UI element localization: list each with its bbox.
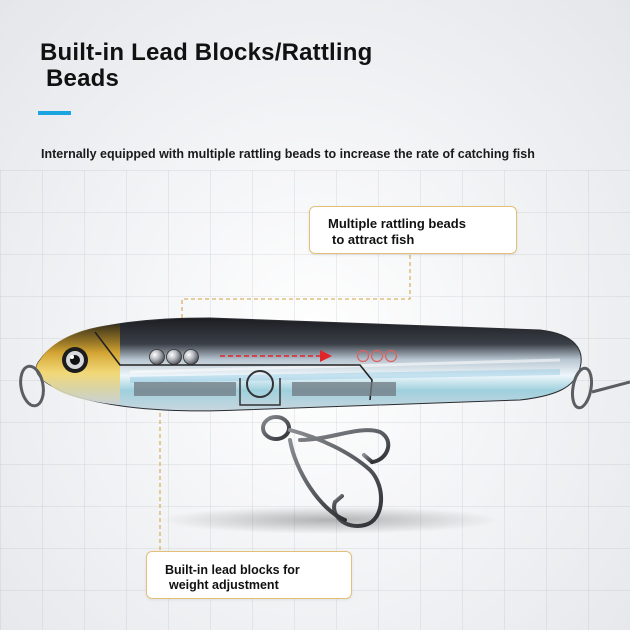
leader-line-beads bbox=[181, 255, 411, 352]
callout-lead-blocks: Built-in lead blocks for weight adjustme… bbox=[146, 551, 352, 599]
arrow-icon bbox=[220, 349, 398, 363]
callout-lead-line-1: Built-in lead blocks for bbox=[165, 563, 300, 577]
title-line-2: Beads bbox=[46, 65, 120, 92]
treble-hook bbox=[261, 415, 391, 528]
title-line-1: Built-in Lead Blocks/Rattling bbox=[40, 39, 373, 66]
nose-split-ring bbox=[19, 364, 45, 408]
callout-lead-line-2: weight adjustment bbox=[169, 578, 279, 592]
rattling-beads bbox=[149, 349, 199, 365]
subtitle: Internally equipped with multiple rattli… bbox=[41, 147, 535, 161]
tail-split-ring bbox=[570, 366, 630, 410]
page-title: Built-in Lead Blocks/Rattling Beads bbox=[40, 40, 460, 92]
callout-beads-line-2: to attract fish bbox=[332, 232, 415, 247]
callout-rattling-beads: Multiple rattling beads to attract fish bbox=[309, 206, 517, 254]
title-accent-bar bbox=[38, 111, 71, 115]
lead-block-rear bbox=[292, 382, 396, 396]
callout-beads-line-1: Multiple rattling beads bbox=[328, 216, 466, 231]
lead-block-front bbox=[134, 382, 236, 396]
